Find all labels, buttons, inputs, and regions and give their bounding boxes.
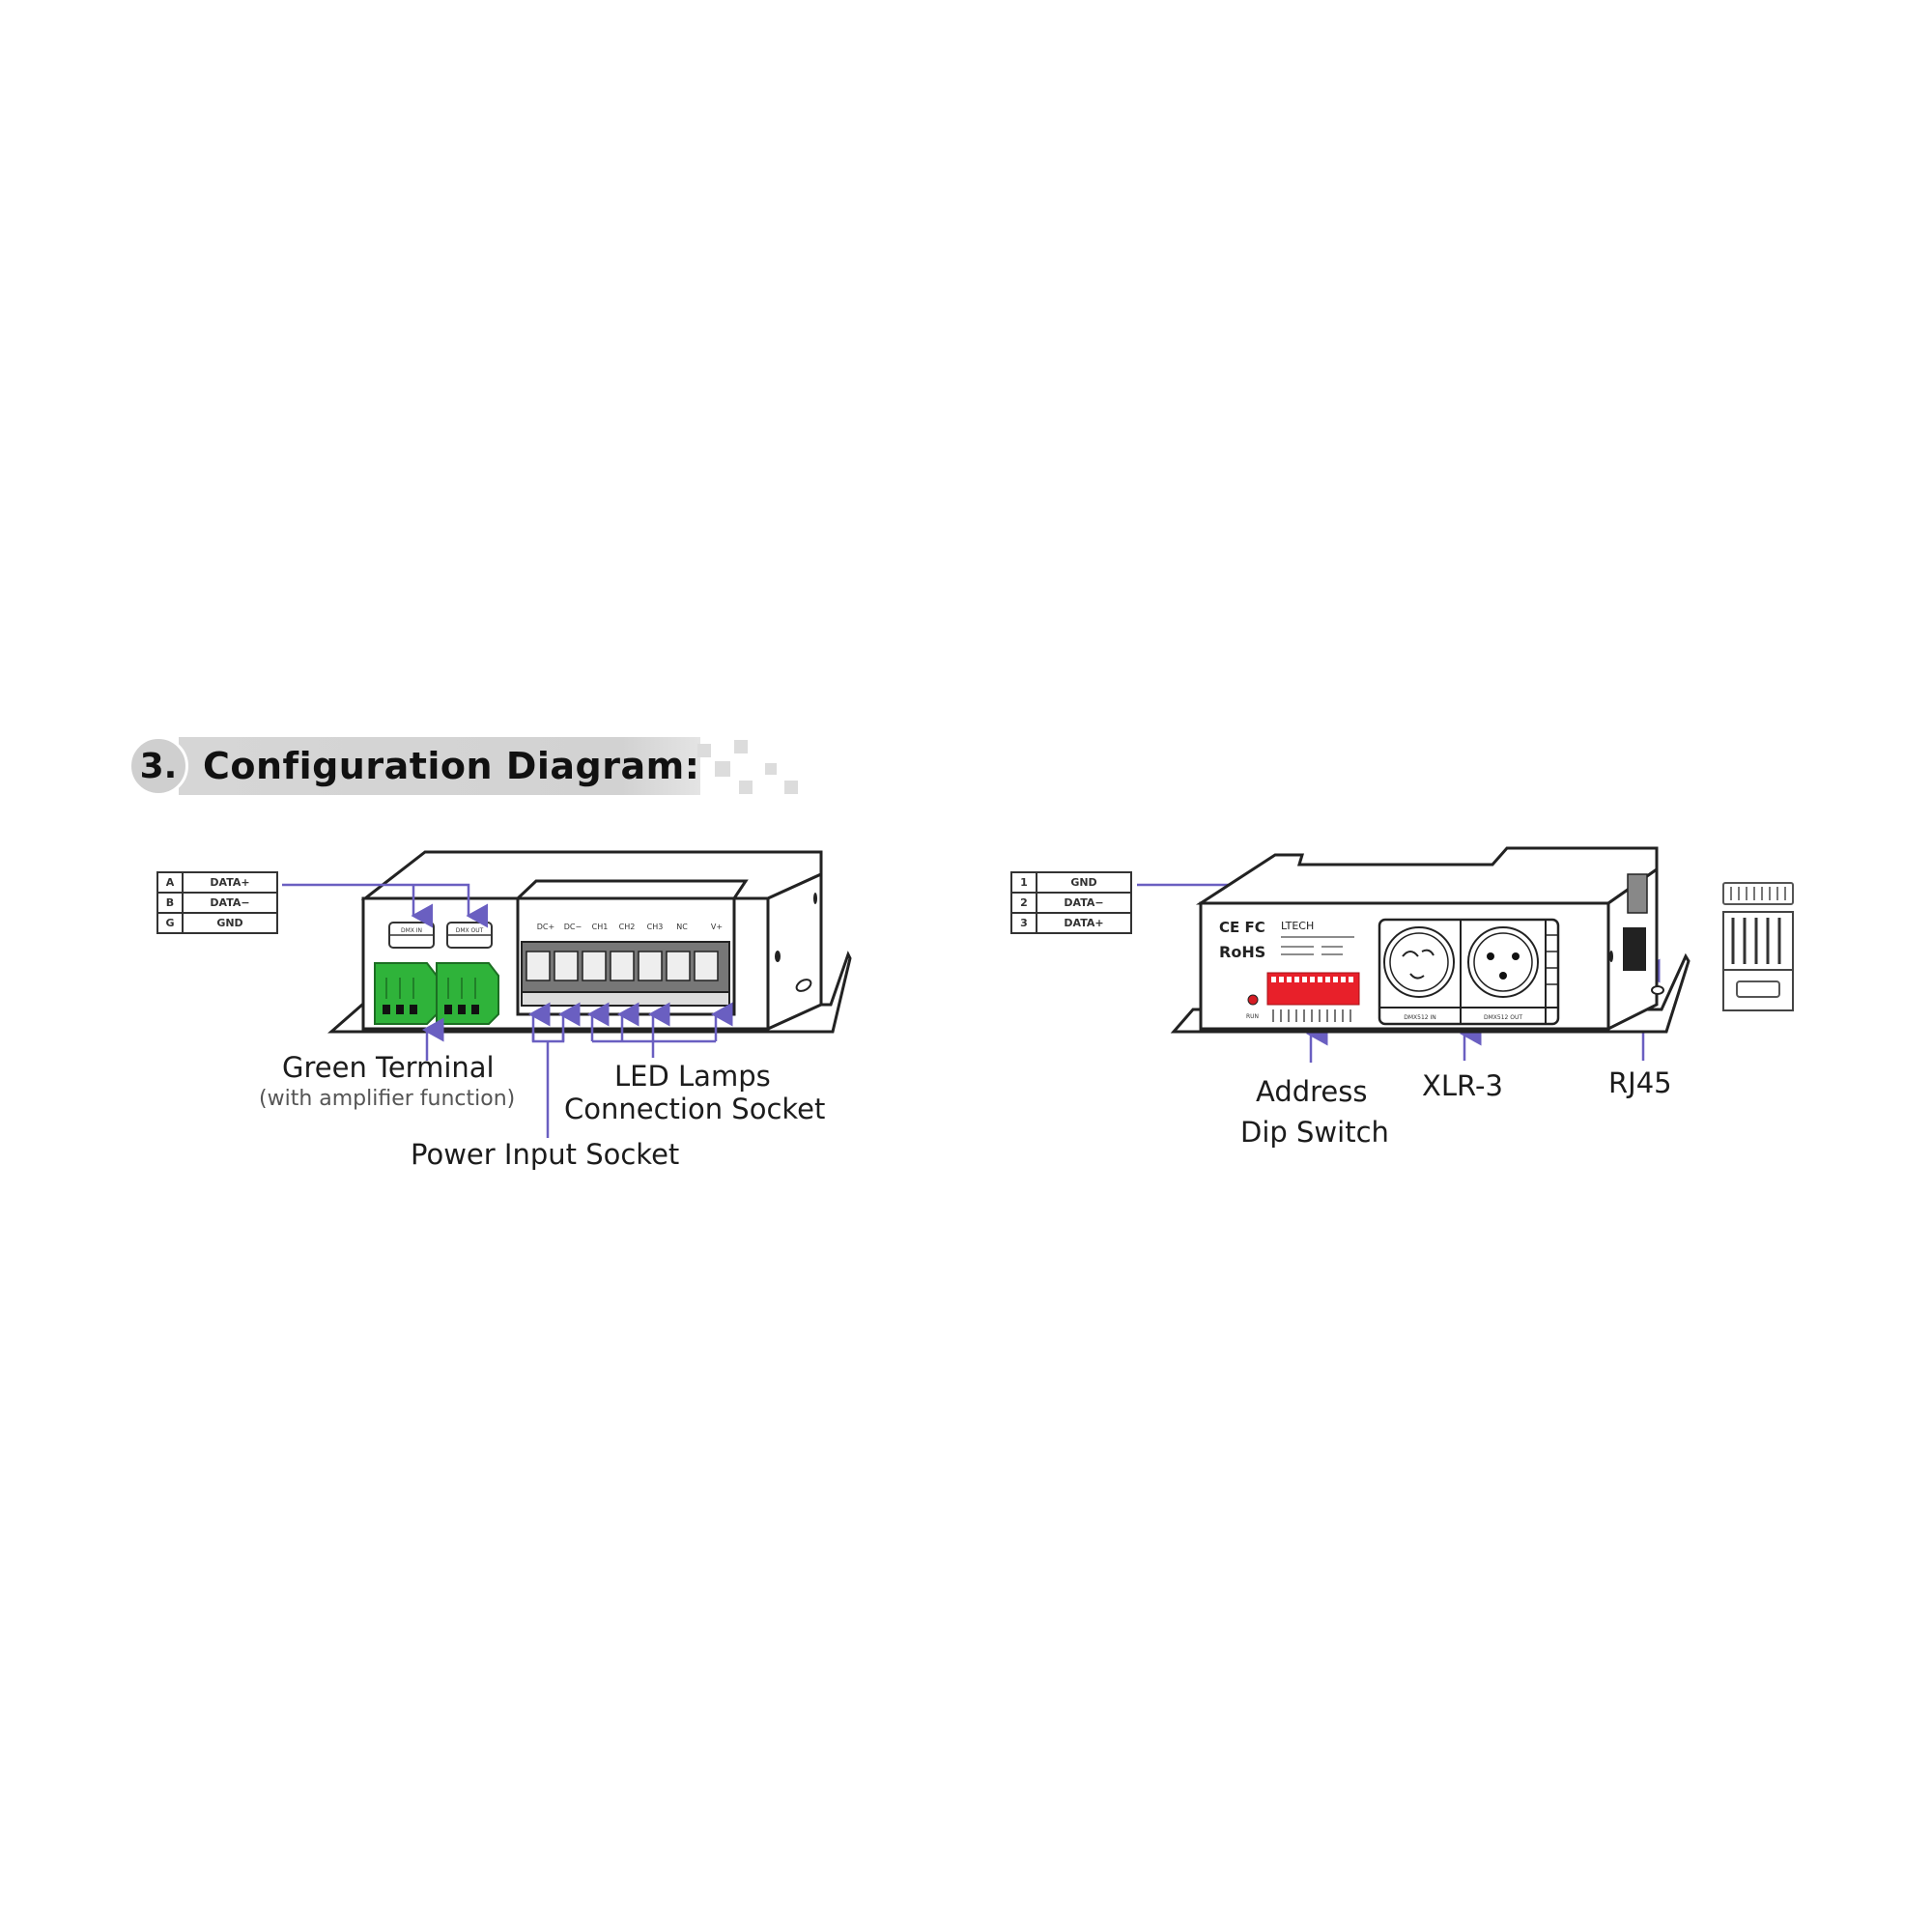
green-terminal-block [374,962,499,1025]
pin-id: G [156,912,184,934]
address-label-line1: Address [1256,1075,1368,1108]
terminal-label: V+ [711,923,723,931]
terminal-label: CH1 [592,923,609,931]
address-label-line2: Dip Switch [1240,1116,1389,1149]
led-lamps-label-line1: LED Lamps [614,1060,771,1093]
terminal-label: DC+ [537,923,554,931]
pin-id: 2 [1010,892,1037,914]
header-pixel-decoration [784,781,798,794]
rj45-plug-illustration [1722,882,1794,1011]
rohs-mark: RoHS [1219,943,1265,961]
pin-id: B [156,892,184,914]
header-pixel-decoration [739,781,753,794]
section-title: Configuration Diagram: [203,745,700,787]
svg-text:DMX512 OUT: DMX512 OUT [1484,1014,1522,1021]
table-row: A DATA+ [156,871,278,894]
table-row: G GND [156,912,278,934]
header-pixel-decoration [715,761,730,777]
header-pixel-decoration [697,744,711,757]
right-device-illustration: CE FC RoHS LTECH RUN DMX512 IN [1170,846,1690,1034]
terminal-label: CH2 [619,923,636,931]
pin-signal: GND [1036,871,1132,894]
terminal-label: DC− [564,923,582,931]
header-pixel-decoration [765,763,777,775]
terminal-label: CH3 [647,923,664,931]
left-device-illustration: DC+ DC− CH1 CH2 CH3 NC V+ DMX IN DMX OUT [327,850,852,1034]
green-terminal-note: (with amplifier function) [259,1087,516,1111]
green-terminal-label: Green Terminal [282,1051,495,1084]
svg-text:DMX512 IN: DMX512 IN [1404,1014,1436,1021]
svg-text:DMX OUT: DMX OUT [456,927,484,934]
svg-text:RUN: RUN [1246,1013,1259,1020]
ce-fc-mark: CE FC [1219,919,1265,936]
right-pin-table: 1 GND 2 DATA− 3 DATA+ [1010,871,1132,934]
table-row: 1 GND [1010,871,1132,894]
table-row: B DATA− [156,892,278,914]
pin-id: 3 [1010,912,1037,934]
section-number: 3. [128,736,188,796]
pin-signal: DATA− [1036,892,1132,914]
svg-text:DMX IN: DMX IN [401,927,422,934]
pin-id: A [156,871,184,894]
brand-logo: LTECH [1281,920,1314,932]
pin-id: 1 [1010,871,1037,894]
header-pixel-decoration [734,740,748,753]
pin-signal: DATA− [182,892,278,914]
led-lamps-label-line2: Connection Socket [564,1093,826,1125]
pin-signal: GND [182,912,278,934]
rj45-label: RJ45 [1608,1066,1672,1099]
xlr-label: XLR-3 [1422,1069,1503,1102]
table-row: 2 DATA− [1010,892,1132,914]
pin-signal: DATA+ [1036,912,1132,934]
left-pin-table: A DATA+ B DATA− G GND [156,871,278,934]
table-row: 3 DATA+ [1010,912,1132,934]
power-input-label: Power Input Socket [411,1138,680,1171]
terminal-label: NC [676,923,688,931]
pin-signal: DATA+ [182,871,278,894]
section-header-bar [179,737,700,795]
